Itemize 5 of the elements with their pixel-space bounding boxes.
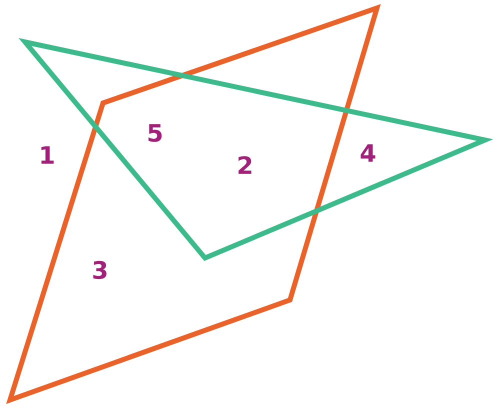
region-number: 5	[148, 124, 162, 142]
region-number: 1	[41, 146, 54, 164]
region-number: 2	[238, 156, 252, 174]
region-number: 4	[360, 144, 376, 162]
region-number: 3	[93, 260, 106, 280]
